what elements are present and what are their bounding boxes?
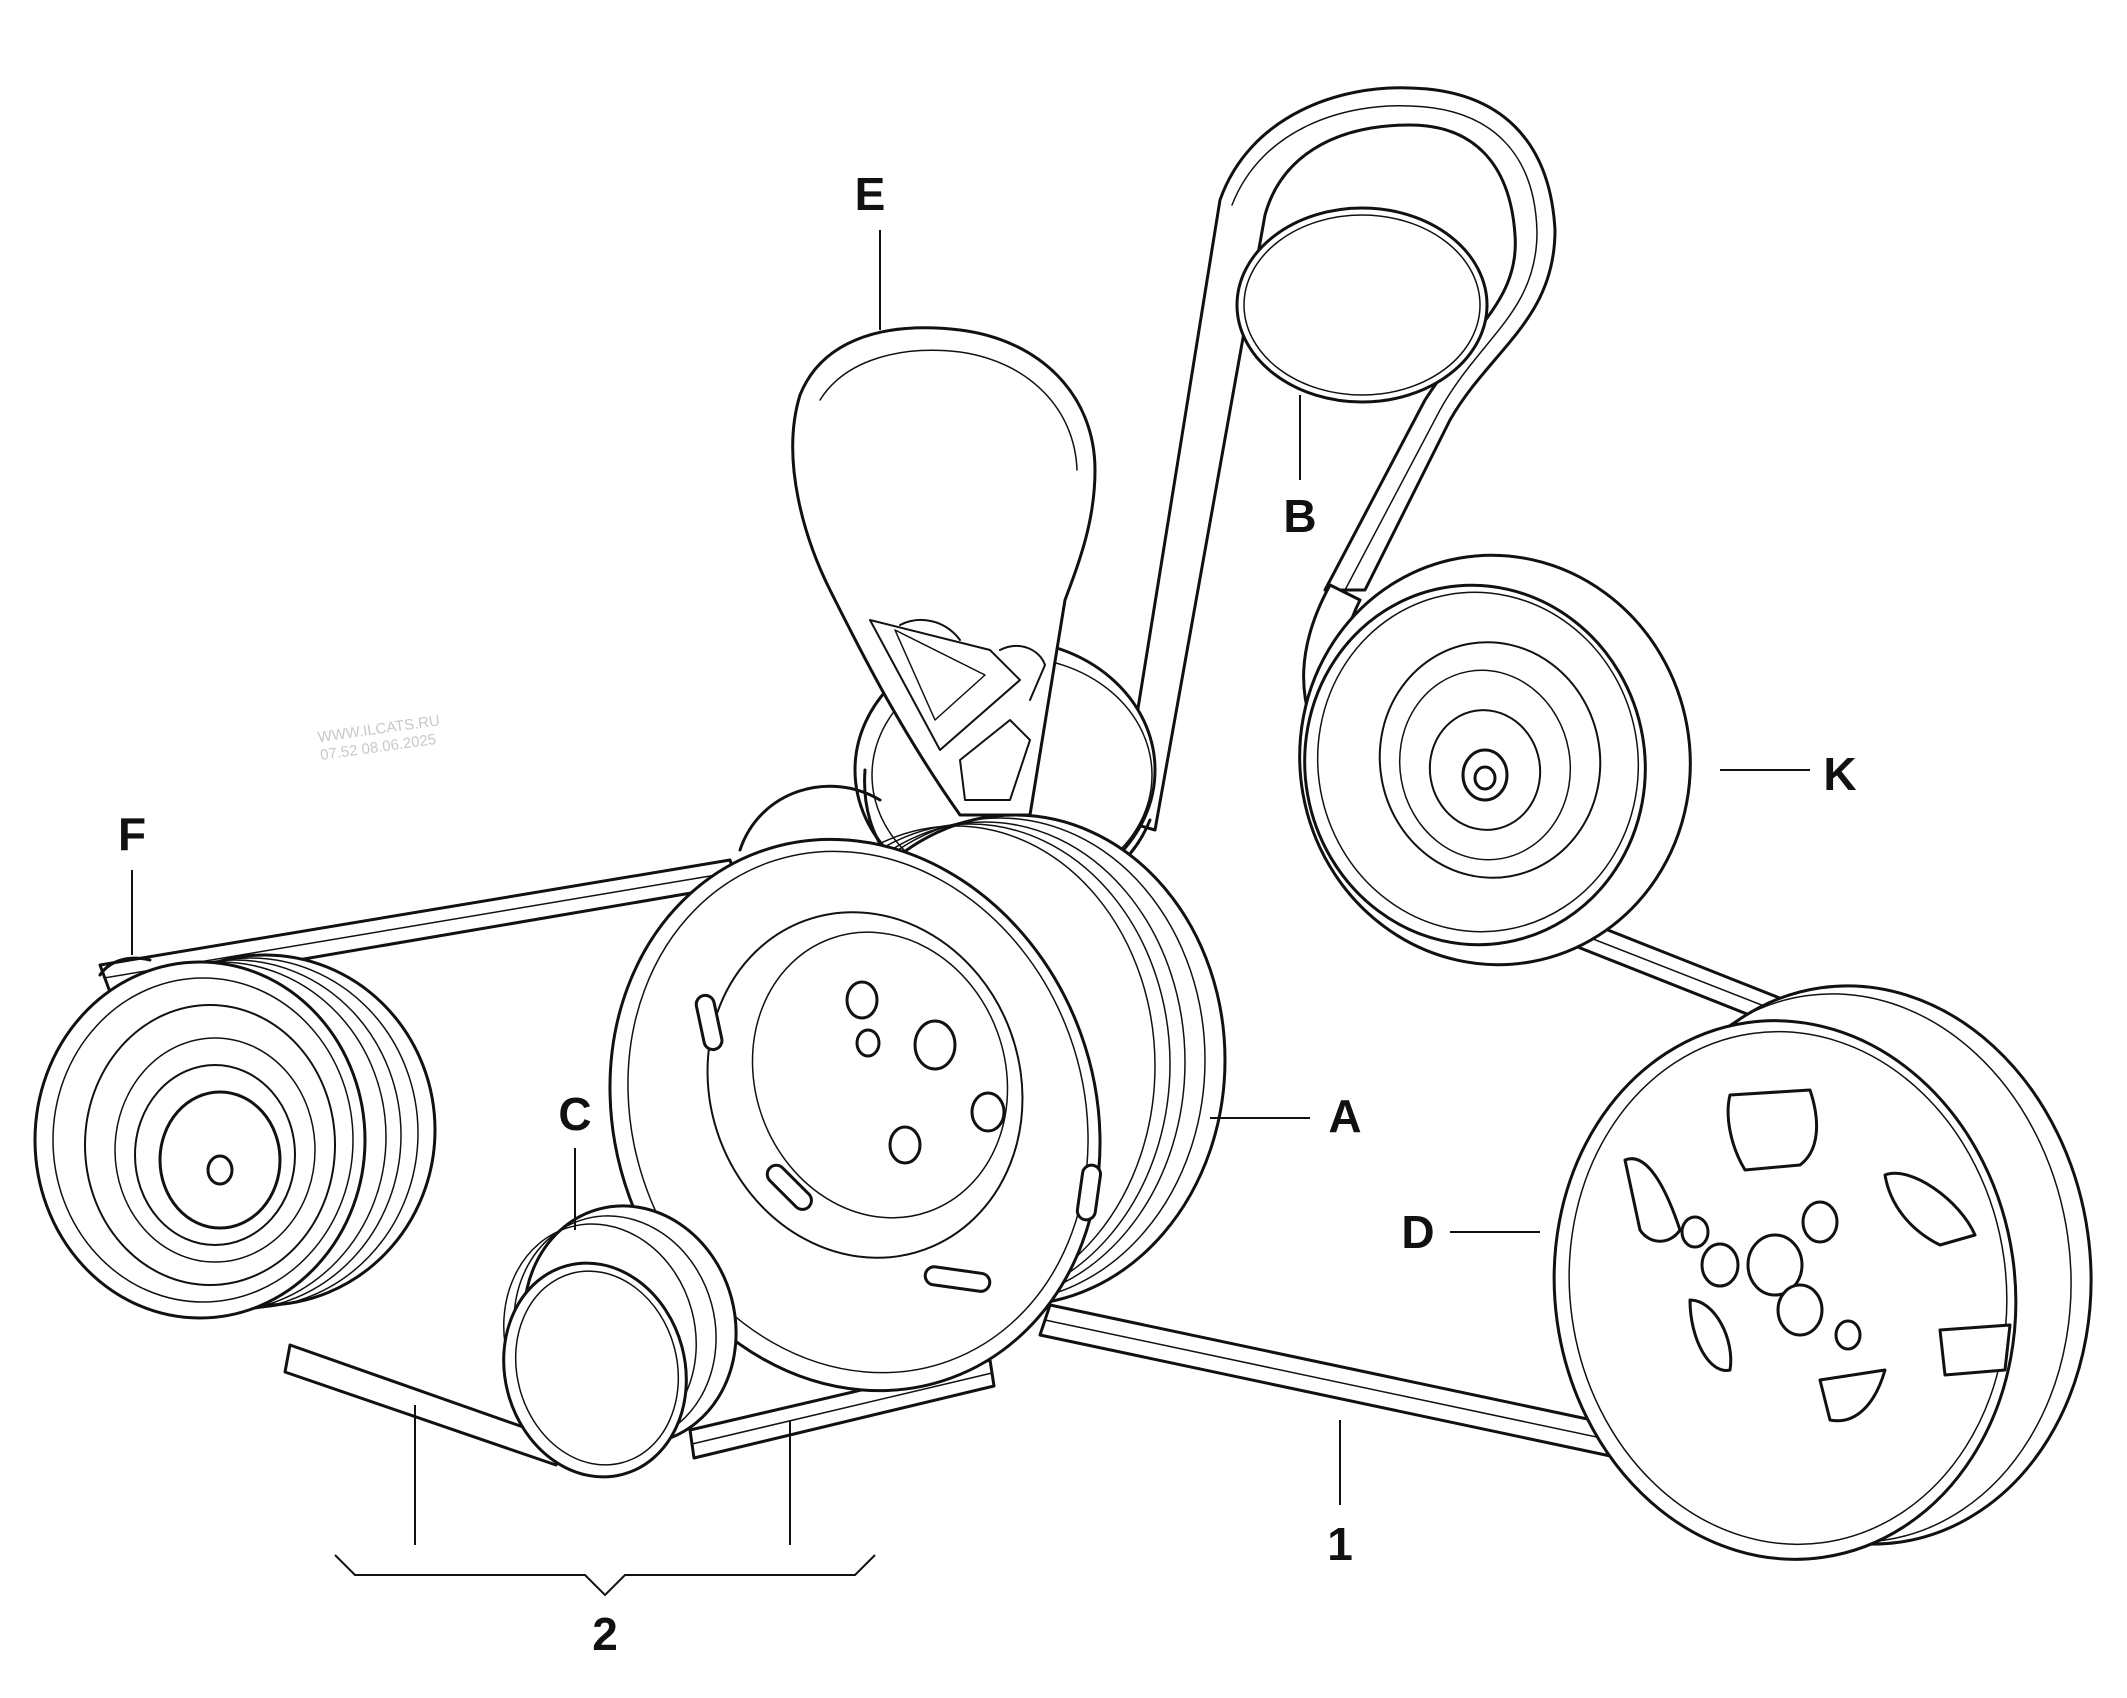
label-k: K <box>1823 748 1856 800</box>
pulley-a <box>608 784 1227 1393</box>
pulley-b <box>1235 206 1489 404</box>
label-a: A <box>1328 1090 1361 1142</box>
pulley-k <box>1298 553 1692 967</box>
label-group-2: 2 <box>592 1608 618 1660</box>
pulley-f <box>33 953 437 1320</box>
pulley-c <box>502 1204 738 1479</box>
label-e: E <box>855 168 886 220</box>
leader-lines <box>131 230 1810 1597</box>
label-c: C <box>558 1088 591 1140</box>
label-b: B <box>1283 490 1316 542</box>
label-d: D <box>1401 1206 1434 1258</box>
label-f: F <box>118 808 146 860</box>
label-belt-1: 1 <box>1327 1518 1353 1570</box>
watermark: WWW.ILCATS.RU 07.52 08.06.2025 <box>317 712 441 764</box>
callout-labels: E B A C D K F 1 2 <box>118 168 1857 1660</box>
pulley-d <box>1552 984 2093 1561</box>
